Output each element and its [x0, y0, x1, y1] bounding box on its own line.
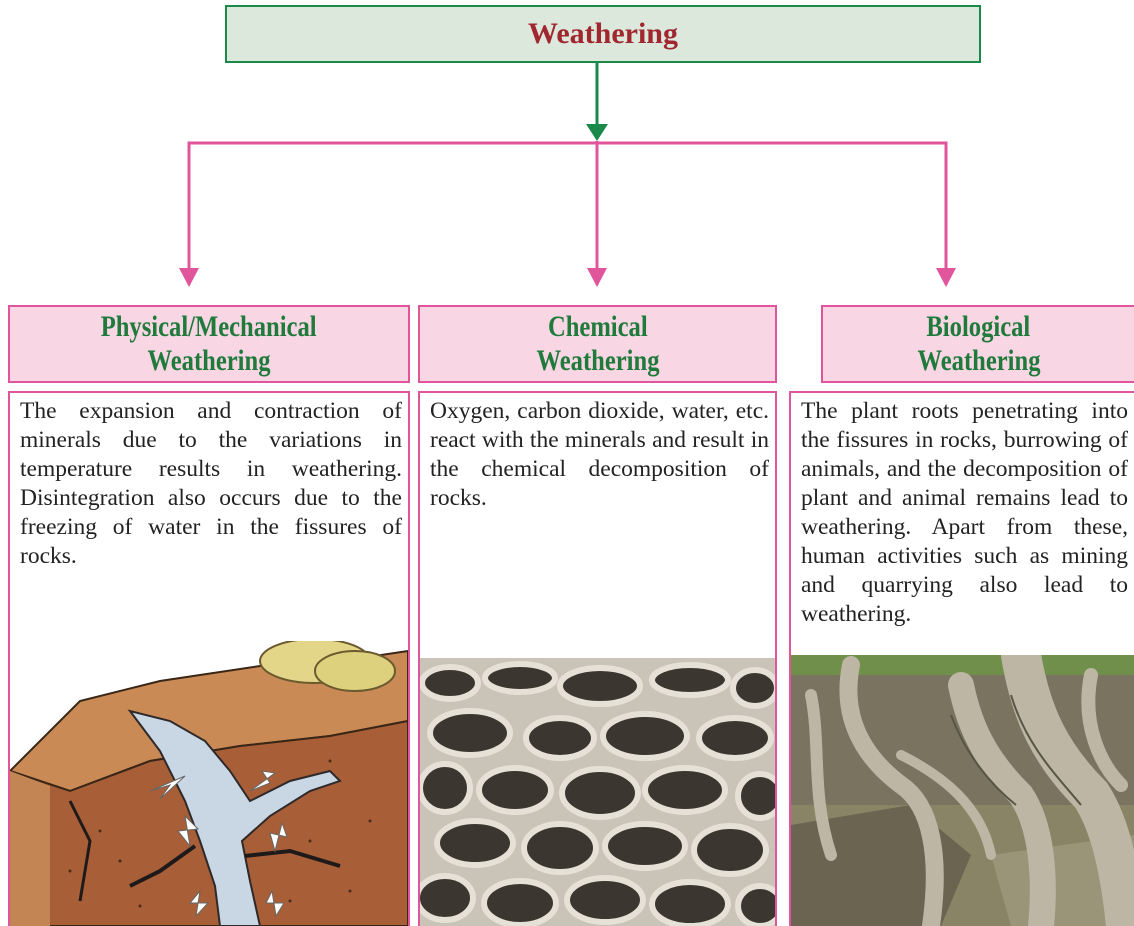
chemical-heading-box: Chemical Weathering — [418, 305, 777, 383]
biological-body-box: The plant roots penetrating into the fis… — [789, 391, 1134, 926]
physical-heading-line2: Weathering — [147, 344, 271, 377]
biological-heading-line2: Weathering — [917, 344, 1040, 377]
chemical-description: Oxygen, carbon dioxide, wa­ter, etc. rea… — [430, 398, 769, 511]
diagram-title: Weathering — [528, 17, 678, 50]
tree-roots-photo — [791, 655, 1134, 926]
biological-heading-line1: Biological — [926, 310, 1031, 343]
physical-heading-box: Physical/Mechanical Weathering — [8, 305, 410, 383]
chemical-body-box: Oxygen, carbon dioxide, wa­ter, etc. rea… — [418, 391, 777, 926]
down-arrow-icon — [587, 268, 607, 287]
chemical-heading-line1: Chemical — [547, 310, 648, 343]
chemical-heading-line2: Weathering — [536, 344, 659, 377]
physical-heading-line1: Physical/Mechanical — [101, 310, 317, 343]
rock-crack-illustration — [10, 641, 408, 926]
biological-heading-box: Biological Weathering — [821, 305, 1134, 383]
physical-description: The expansion and contraction of mineral… — [20, 398, 402, 569]
biological-description: The plant roots penetrating into the fis… — [801, 398, 1128, 627]
title-box: Weathering — [225, 5, 981, 63]
down-arrow-icon — [179, 268, 199, 287]
connector-lines — [179, 63, 956, 287]
honeycomb-rock-photo — [420, 658, 775, 926]
down-arrow-icon — [936, 268, 956, 287]
physical-body-box: The expansion and contraction of mineral… — [8, 391, 410, 926]
down-arrow-icon — [586, 124, 608, 141]
